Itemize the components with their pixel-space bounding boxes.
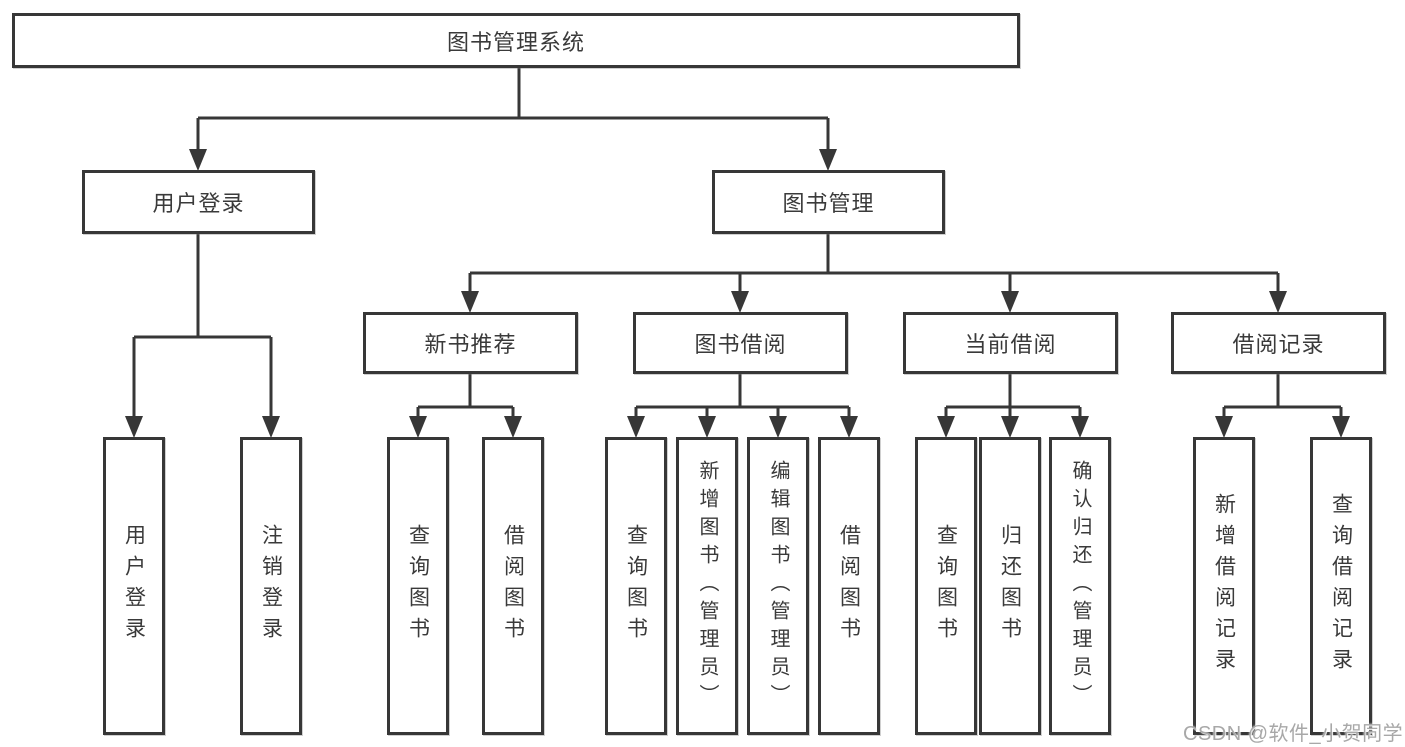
leaf-query-books-recommend-label: 查询图书 bbox=[406, 524, 430, 648]
leaf-query-borrow-record-label: 查询借阅记录 bbox=[1329, 493, 1353, 679]
node-user-login: 用户登录 bbox=[82, 170, 315, 234]
csdn-watermark: CSDN @软件_小贺同学 bbox=[1183, 723, 1404, 745]
leaf-logout: 注销登录 bbox=[240, 437, 302, 735]
leaf-user-login: 用户登录 bbox=[103, 437, 165, 735]
node-book-borrowing: 图书借阅 bbox=[633, 312, 848, 374]
leaf-add-borrow-record-label: 新增借阅记录 bbox=[1212, 493, 1236, 679]
node-book-management-label: 图书管理 bbox=[782, 191, 875, 216]
leaf-add-books-admin-label: 新增图书（管理员） bbox=[696, 460, 718, 712]
leaf-return-books-label: 归还图书 bbox=[998, 524, 1022, 648]
leaf-query-books-recommend: 查询图书 bbox=[387, 437, 449, 735]
leaf-borrow-books-recommend: 借阅图书 bbox=[482, 437, 544, 735]
leaf-query-books-current-label: 查询图书 bbox=[934, 524, 958, 648]
node-new-book-recommend: 新书推荐 bbox=[363, 312, 578, 374]
node-borrow-records-label: 借阅记录 bbox=[1232, 332, 1325, 357]
leaf-borrow-books-label: 借阅图书 bbox=[837, 524, 861, 648]
node-current-borrowing: 当前借阅 bbox=[903, 312, 1118, 374]
node-new-book-recommend-label: 新书推荐 bbox=[424, 332, 517, 357]
node-borrow-records: 借阅记录 bbox=[1171, 312, 1386, 374]
leaf-user-login-label: 用户登录 bbox=[122, 524, 146, 648]
leaf-confirm-return-admin-label: 确认归还（管理员） bbox=[1069, 460, 1091, 712]
leaf-query-books-borrowing: 查询图书 bbox=[605, 437, 667, 735]
leaf-query-books-borrowing-label: 查询图书 bbox=[624, 524, 648, 648]
leaf-add-books-admin: 新增图书（管理员） bbox=[676, 437, 738, 735]
leaf-query-borrow-record: 查询借阅记录 bbox=[1310, 437, 1372, 735]
leaf-logout-label: 注销登录 bbox=[259, 524, 283, 648]
node-book-management: 图书管理 bbox=[712, 170, 945, 234]
node-book-borrowing-label: 图书借阅 bbox=[694, 332, 787, 357]
node-current-borrowing-label: 当前借阅 bbox=[964, 332, 1057, 357]
node-root-label: 图书管理系统 bbox=[446, 29, 585, 55]
leaf-borrow-books-recommend-label: 借阅图书 bbox=[501, 524, 525, 648]
leaf-add-borrow-record: 新增借阅记录 bbox=[1193, 437, 1255, 735]
leaf-confirm-return-admin: 确认归还（管理员） bbox=[1049, 437, 1111, 735]
leaf-query-books-current: 查询图书 bbox=[915, 437, 977, 735]
leaf-edit-books-admin: 编辑图书（管理员） bbox=[747, 437, 809, 735]
node-root-library-system: 图书管理系统 bbox=[12, 13, 1020, 68]
leaf-borrow-books: 借阅图书 bbox=[818, 437, 880, 735]
leaf-edit-books-admin-label: 编辑图书（管理员） bbox=[767, 460, 789, 712]
node-user-login-label: 用户登录 bbox=[152, 191, 245, 216]
leaf-return-books: 归还图书 bbox=[979, 437, 1041, 735]
